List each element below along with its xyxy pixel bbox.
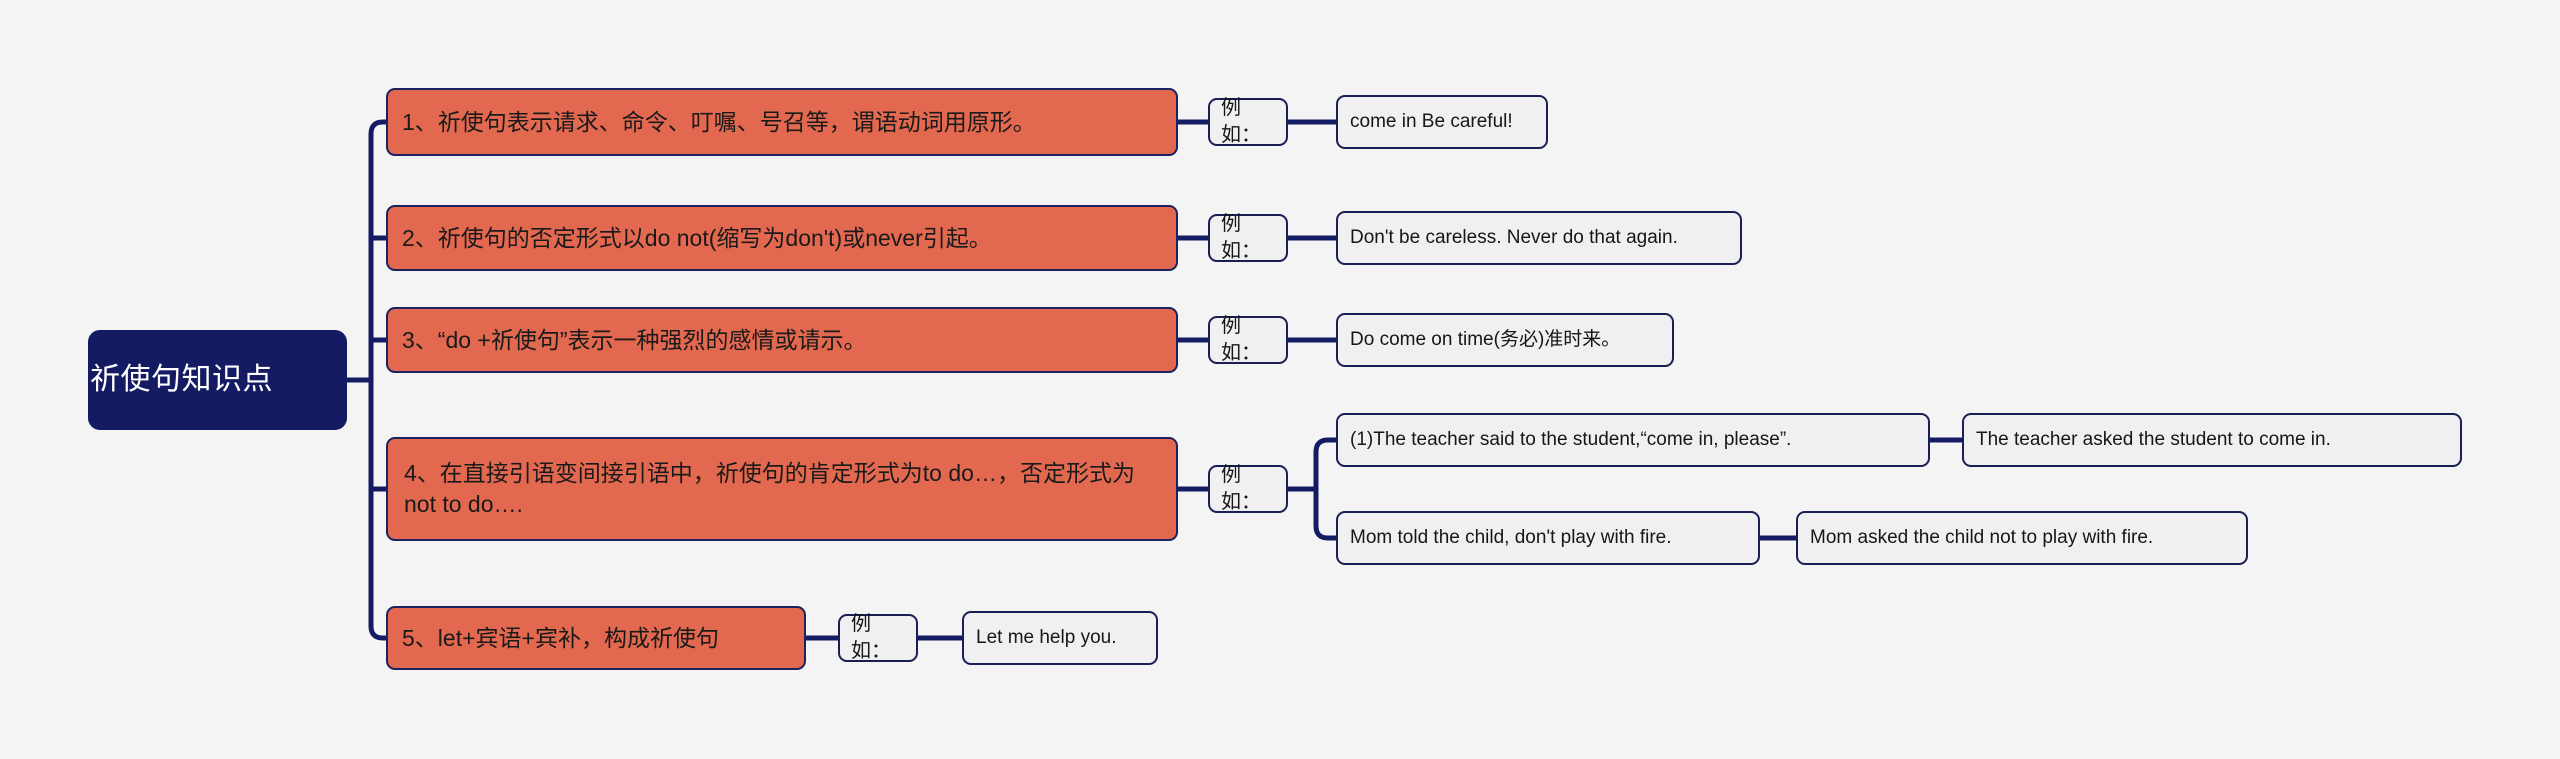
example-result-text-4-2: Mom asked the child not to play with fir… (1810, 527, 2154, 549)
example-node-4-1[interactable]: (1)The teacher said to the student,“come… (1336, 413, 1930, 467)
example-text-1-1: come in Be careful! (1350, 111, 1513, 133)
branch-node-3[interactable]: 3、“do +祈使句”表示一种强烈的感情或请示。 (386, 307, 1178, 373)
example-label-2[interactable]: 例如： (1208, 213, 1288, 262)
connector-elbow-1 (368, 119, 389, 137)
example-text-4-1: (1)The teacher said to the student,“come… (1350, 429, 1792, 451)
branch-node-4[interactable]: 4、在直接引语变间接引语中，祈使句的肯定形式为to do…，否定形式为not t… (386, 437, 1178, 541)
branch-label-3: 3、“do +祈使句”表示一种强烈的感情或请示。 (402, 326, 867, 353)
example-label-4[interactable]: 例如： (1208, 464, 1288, 513)
example-label-1[interactable]: 例如： (1208, 97, 1288, 146)
root-label: 祈使句知识点 (90, 362, 273, 396)
example-node-5-1[interactable]: Let me help you. (962, 611, 1158, 665)
branch-label-5: 5、let+宾语+宾补，构成祈使句 (402, 624, 719, 651)
example-node-3-1[interactable]: Do come on time(务必)准时来。 (1336, 313, 1674, 367)
example-result-text-4-1: The teacher asked the student to come in… (1976, 429, 2331, 451)
example-node-1-1[interactable]: come in Be careful! (1336, 95, 1548, 149)
branch-label-1: 1、祈使句表示请求、命令、叮嘱、号召等，谓语动词用原形。 (402, 108, 1036, 135)
example-label-text-4: 例如： (1221, 464, 1261, 513)
example-node-2-1[interactable]: Don't be careless. Never do that again. (1336, 211, 1742, 265)
example-node-4-2[interactable]: Mom told the child, don't play with fire… (1336, 511, 1760, 565)
example-text-5-1: Let me help you. (976, 627, 1117, 649)
connector-elbow-5 (368, 623, 389, 641)
example-label-text-5: 例如： (851, 613, 891, 662)
example-result-4-1[interactable]: The teacher asked the student to come in… (1962, 413, 2462, 467)
example-label-text-1: 例如： (1221, 97, 1261, 146)
branch-node-2[interactable]: 2、祈使句的否定形式以do not(缩写为don't)或never引起。 (386, 205, 1178, 271)
example-label-text-3: 例如： (1221, 315, 1261, 364)
example-text-4-2: Mom told the child, don't play with fire… (1350, 527, 1672, 549)
root-node[interactable]: 祈使句知识点 (88, 330, 347, 430)
branch-label-2: 2、祈使句的否定形式以do not(缩写为don't)或never引起。 (402, 224, 992, 251)
branch-node-5[interactable]: 5、let+宾语+宾补，构成祈使句 (386, 606, 806, 670)
branch-node-1[interactable]: 1、祈使句表示请求、命令、叮嘱、号召等，谓语动词用原形。 (386, 88, 1178, 156)
connector-eg4-row2 (1313, 523, 1339, 541)
branch-label-4: 4、在直接引语变间接引语中，祈使句的肯定形式为to do…，否定形式为not t… (404, 460, 1135, 517)
example-text-3-1: Do come on time(务必)准时来。 (1350, 329, 1621, 351)
example-result-4-2[interactable]: Mom asked the child not to play with fir… (1796, 511, 2248, 565)
connector-eg4-row1 (1313, 437, 1339, 455)
example-label-3[interactable]: 例如： (1208, 315, 1288, 364)
example-label-text-2: 例如： (1221, 213, 1261, 262)
example-label-5[interactable]: 例如： (838, 613, 918, 662)
example-text-2-1: Don't be careless. Never do that again. (1350, 227, 1678, 249)
